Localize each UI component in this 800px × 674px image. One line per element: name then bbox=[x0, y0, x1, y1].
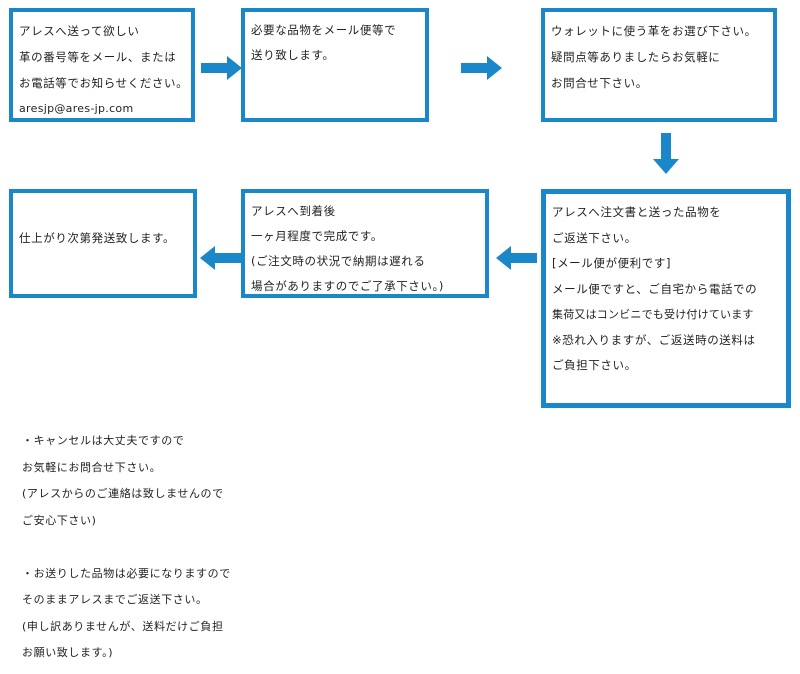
arrow-left-icon bbox=[496, 246, 537, 270]
step-2-box: 必要な品物をメール便等で 送り致します。 bbox=[241, 8, 429, 122]
arrow-left-icon bbox=[200, 246, 241, 270]
note-return-line-1: ・お送りした品物は必要になりますので bbox=[22, 566, 231, 580]
step-5-line-3: (ご注文時の状況で納期は遅れる bbox=[251, 254, 426, 268]
step-5-box: アレスへ到着後 一ヶ月程度で完成です。 (ご注文時の状況で納期は遅れる 場合があ… bbox=[241, 189, 489, 298]
step-4-line-3: [メール便が便利です] bbox=[552, 256, 672, 270]
notes: ・キャンセルは大丈夫ですので お気軽にお問合せ下さい。 (アレスからのご連絡は致… bbox=[22, 428, 342, 667]
arrow-down-icon bbox=[653, 133, 679, 174]
step-4-line-1: アレスへ注文書と送った品物を bbox=[552, 205, 722, 219]
step-2-line-1: 必要な品物をメール便等で bbox=[251, 23, 397, 37]
step-4-line-2: ご返送下さい。 bbox=[552, 230, 637, 245]
note-return-line-3: (申し訳ありませんが、送料だけご負担 bbox=[22, 619, 224, 633]
step-6-line-1: 仕上がり次第発送致します。 bbox=[19, 231, 176, 245]
step-4-line-5: 集荷又はコンビニでも受け付けています bbox=[552, 308, 754, 321]
arrow-right-icon bbox=[461, 56, 502, 80]
step-1-line-3: お電話等でお知らせください。 bbox=[19, 76, 189, 90]
step-4-line-7: ご負担下さい。 bbox=[552, 358, 637, 372]
arrow-right-icon bbox=[201, 56, 242, 80]
step-5-line-2: 一ヶ月程度で完成です。 bbox=[251, 229, 383, 243]
step-1-email: aresjp@ares-jp.com bbox=[19, 102, 134, 115]
note-cancel-line-2: お気軽にお問合せ下さい。 bbox=[22, 460, 162, 474]
step-4-line-6: ※恐れ入りますが、ご返送時の送料は bbox=[552, 332, 756, 347]
note-cancel-line-3: (アレスからのご連絡は致しませんので bbox=[22, 487, 224, 500]
step-3-line-2: 疑問点等ありましたらお気軽に bbox=[551, 50, 721, 64]
step-5-line-4: 場合がありますのでご了承下さい。) bbox=[251, 279, 444, 293]
note-return-line-2: そのままアレスまでご返送下さい。 bbox=[22, 593, 208, 606]
step-1-line-2: 革の番号等をメール、または bbox=[19, 50, 177, 64]
step-4-box: アレスへ注文書と送った品物を ご返送下さい。 [メール便が便利です] メール便で… bbox=[541, 189, 791, 408]
step-3-line-1: ウォレットに使う革をお選び下さい。 bbox=[551, 24, 757, 38]
step-3-box: ウォレットに使う革をお選び下さい。 疑問点等ありましたらお気軽に お問合せ下さい… bbox=[541, 8, 777, 122]
note-return-line-4: お願い致します。) bbox=[22, 646, 114, 659]
notes-spacer bbox=[22, 534, 342, 561]
step-6-box: 仕上がり次第発送致します。 bbox=[9, 189, 197, 298]
step-2-line-2: 送り致します。 bbox=[251, 48, 335, 62]
step-5-line-1: アレスへ到着後 bbox=[251, 204, 336, 218]
step-3-line-3: お問合せ下さい。 bbox=[551, 76, 648, 90]
step-4-line-4: メール便ですと、ご自宅から電話での bbox=[552, 281, 758, 296]
note-cancel-line-4: ご安心下さい) bbox=[22, 513, 97, 527]
step-1-line-1: アレスへ送って欲しい bbox=[19, 24, 140, 38]
note-cancel-line-1: ・キャンセルは大丈夫ですので bbox=[22, 434, 185, 447]
step-1-box: アレスへ送って欲しい 革の番号等をメール、または お電話等でお知らせください。 … bbox=[9, 8, 195, 122]
